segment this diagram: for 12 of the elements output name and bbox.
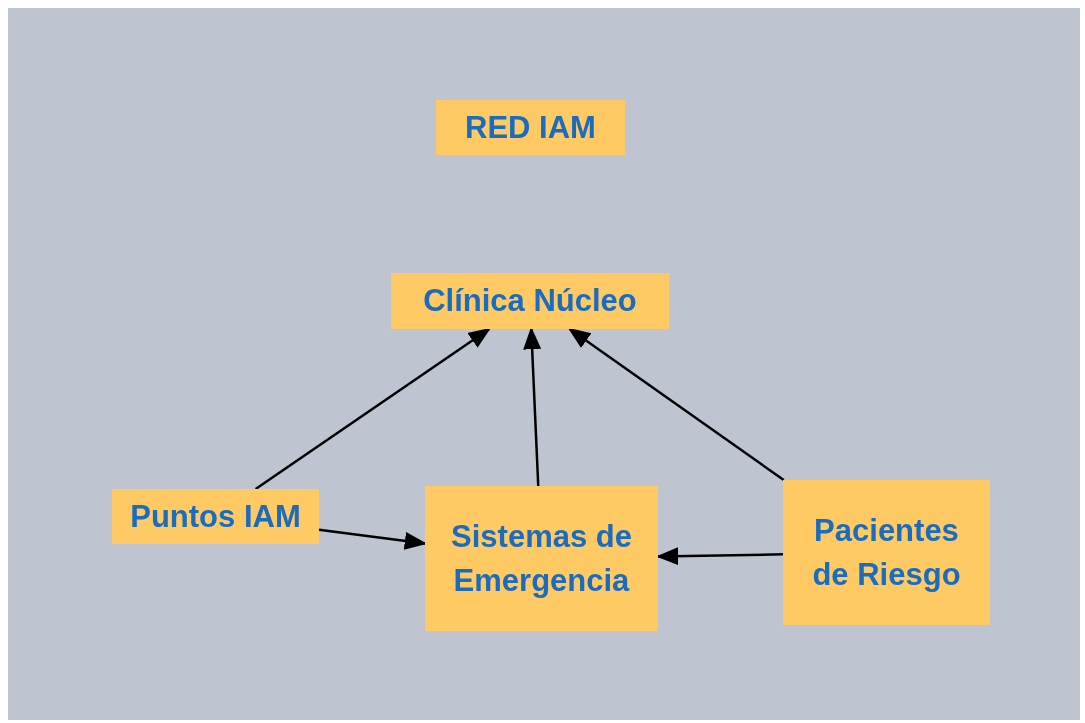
arrow (254, 327, 491, 491)
process-box (112, 489, 319, 544)
process-box (391, 273, 669, 329)
arrow (567, 327, 785, 482)
box-label: Pacientes de Riesgo (811, 512, 962, 594)
box-label: Clínica Núcleo (423, 282, 637, 321)
box-label: RED IAM (465, 108, 596, 147)
box-label: Puntos IAM (130, 497, 301, 536)
process-box (783, 480, 990, 625)
process-box (425, 486, 658, 631)
box-label: Sistemas de Emergencia (450, 518, 633, 600)
process-box (436, 100, 625, 155)
